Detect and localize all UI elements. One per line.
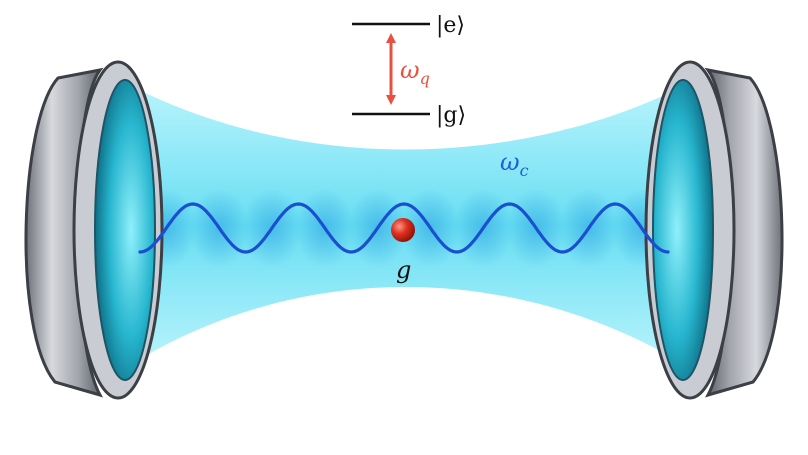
- left-mirror: [24, 60, 164, 400]
- left-mirror-reflector: [94, 79, 156, 381]
- transition-frequency-symbol: ω: [400, 56, 420, 84]
- atom: [391, 218, 415, 242]
- cavity-standing-wave: [138, 202, 670, 254]
- ground-state-label: |g⟩: [436, 103, 466, 128]
- coupling-label: g: [396, 256, 411, 284]
- cavity-frequency-subscript: c: [520, 161, 529, 180]
- right-mirror-reflector: [652, 79, 714, 381]
- transition-frequency-subscript: q: [420, 69, 430, 88]
- excited-state-label: |e⟩: [436, 13, 465, 38]
- transition-frequency-label: ωq: [400, 56, 430, 88]
- cavity-frequency-symbol: ω: [500, 148, 520, 176]
- cavity-frequency-label: ωc: [500, 148, 529, 180]
- right-mirror: [644, 60, 784, 400]
